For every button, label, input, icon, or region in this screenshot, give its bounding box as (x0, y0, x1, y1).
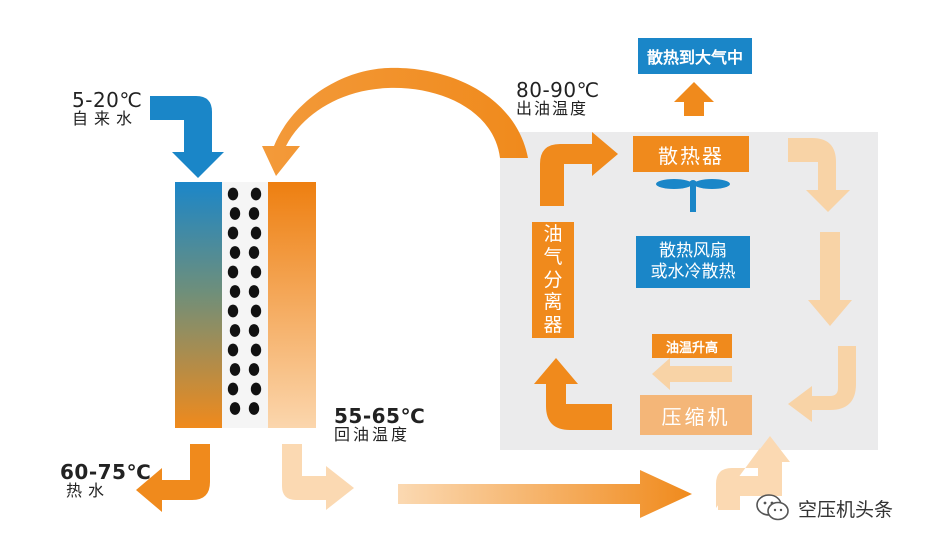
exchanger-hole (248, 207, 260, 220)
oil-out-temp: 80-90℃ (516, 78, 600, 102)
exchanger-hole (250, 187, 262, 201)
separator-to-radiator-arrow (540, 132, 618, 206)
exchanger-hole (227, 226, 239, 240)
separator-char: 分 (543, 268, 563, 291)
separator-char: 油 (543, 223, 563, 245)
exchanger-hole (250, 382, 262, 396)
exchanger-hole (248, 324, 260, 337)
panel-up-arrow (718, 436, 790, 510)
exchanger-hole (229, 324, 241, 337)
hot-water-temp: 60-75℃ (60, 460, 152, 484)
exchanger-hole (248, 285, 260, 298)
atmosphere-box: 散热到大气中 (638, 38, 752, 74)
exchanger-hole (248, 402, 260, 415)
oil-return-label: 55-65℃ 回油温度 (334, 406, 425, 444)
fan-box-line2: 或水冷散热 (650, 262, 736, 282)
inlet-label: 5-20℃ 自来水 (72, 90, 142, 128)
hot-water-name: 热水 (66, 481, 111, 500)
exchanger-hole (227, 343, 239, 357)
separator-char: 器 (543, 314, 563, 337)
exchanger-hole (229, 363, 241, 376)
exchanger-hole (227, 187, 239, 201)
oil-rise-label: 油温升高 (652, 334, 732, 358)
oil-return-name: 回油温度 (334, 425, 411, 444)
exchanger-holes (227, 187, 262, 415)
exchanger-hole (250, 304, 262, 318)
return-oil-arrow (282, 444, 354, 510)
fan-box-line1: 散热风扇 (659, 240, 727, 261)
bottom-flow-arrow (398, 470, 692, 518)
right-down-arrow-2 (808, 232, 852, 326)
exchanger-hole (248, 246, 260, 259)
exchanger-water-side (175, 182, 222, 428)
right-down-arrow-1 (788, 138, 850, 212)
fan-box: 散热风扇 或水冷散热 (636, 236, 750, 288)
separator-char: 离 (543, 291, 563, 314)
exchanger-hole (229, 402, 241, 415)
oil-return-temp: 55-65℃ (334, 404, 426, 428)
separator-box: 油 气 分 离 器 (532, 222, 574, 338)
inlet-arrow (150, 96, 224, 178)
watermark-text: 空压机头条 (798, 498, 894, 521)
fan-icon (656, 179, 730, 212)
separator-char: 气 (543, 245, 563, 268)
inlet-temp: 5-20℃ (72, 88, 143, 112)
oil-out-name: 出油温度 (516, 99, 589, 118)
exchanger-hole (250, 265, 262, 279)
exchanger-hole (250, 343, 262, 357)
oil-out-arc (262, 67, 528, 176)
exchanger-hole (229, 207, 241, 220)
exchanger-hole (250, 226, 262, 240)
radiator-box: 散热器 (633, 136, 749, 172)
exchanger-hole (227, 304, 239, 318)
exchanger-hole (248, 363, 260, 376)
compressor-to-separator-arrow (534, 358, 612, 430)
exchanger-hole (229, 246, 241, 259)
hot-water-arrow (136, 444, 210, 512)
exchanger-hole (229, 285, 241, 298)
compressor-box: 压缩机 (640, 395, 752, 435)
exchanger-hole (227, 265, 239, 279)
oil-out-label: 80-90℃ 出油温度 (516, 80, 600, 118)
oil-rise-arrow (652, 358, 732, 390)
exchanger-hole (227, 382, 239, 396)
exchanger-oil-side (268, 182, 316, 428)
inlet-name: 自来水 (72, 109, 139, 128)
panel-entry-arrow (716, 432, 784, 508)
atmosphere-arrow (674, 82, 714, 116)
watermark: 空压机头条 (756, 493, 893, 523)
right-curve-arrow (788, 346, 856, 422)
wechat-icon (756, 494, 789, 521)
hot-water-label: 60-75℃ 热水 (60, 462, 151, 500)
